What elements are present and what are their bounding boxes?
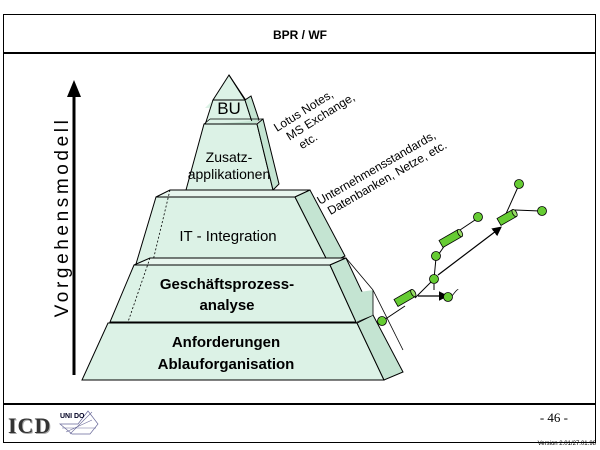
level-label-ablauforganisation: Ablauforganisation — [158, 356, 295, 373]
annotation-middle-line-1: Unternehmensstandards, — [315, 128, 439, 207]
pyramid-level-anforderungen — [81, 257, 404, 381]
level-label-analyse: analyse — [199, 297, 254, 314]
axis-arrow-head — [67, 80, 81, 97]
body-frame — [3, 52, 596, 405]
level-label-geschaeftsprozess: Geschäftsprozess- — [160, 276, 294, 293]
level-label-bu: BU — [217, 99, 241, 118]
level-label-it-integration: IT - Integration — [179, 228, 276, 245]
page-number: - 46 - — [539, 410, 568, 425]
header-frame — [3, 14, 596, 54]
footer-frame — [3, 403, 596, 443]
uni-do-logo-graphic — [59, 410, 99, 435]
pyramid-level-zusatzapplikationen — [185, 118, 280, 191]
workflow-network — [377, 179, 547, 326]
version-text: Version 2.01/27.01.98 — [537, 441, 596, 447]
annotation-top: Lotus Notes, MS Exchange, etc. — [271, 87, 357, 152]
page-title: BPR / WF — [273, 28, 327, 42]
level-label-applikationen: applikationen — [188, 166, 271, 182]
annotation-middle: Unternehmensstandards, Datenbanken, Netz… — [315, 128, 450, 218]
level-label-anforderungen: Anforderungen — [172, 334, 280, 351]
level-label-zusatz: Zusatz- — [206, 149, 253, 165]
uni-do-logo: UNI DO — [60, 413, 85, 420]
icd-logo: ICD — [8, 413, 52, 438]
